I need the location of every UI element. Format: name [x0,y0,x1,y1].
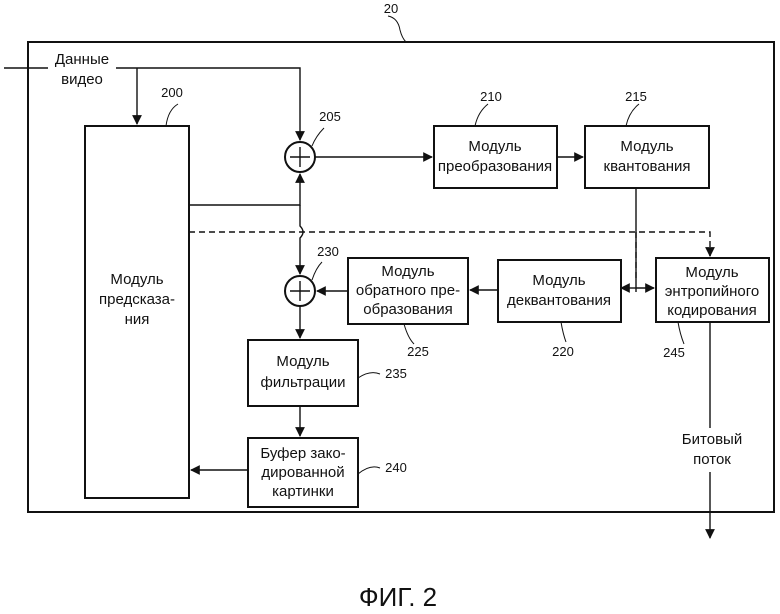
filter-ref-leader [358,373,380,378]
encoder-ref-leader [388,16,406,42]
inverse-transform-label-line3: образования [363,301,452,318]
filter-label-line1: Модуль [276,353,329,370]
entropy-label-line1: Модуль [685,264,738,281]
entropy-ref: 245 [663,345,685,360]
quantization-ref: 215 [625,89,647,104]
dequantization-ref: 220 [552,344,574,359]
transform-ref-leader [475,104,488,126]
inverse-transform-label-line1: Модуль [381,263,434,280]
inverse-transform-ref: 225 [407,344,429,359]
output-label-line2: поток [693,451,731,468]
input-label-line1: Данные [55,51,109,68]
filter-ref: 235 [385,366,407,381]
encoder-ref: 20 [384,1,398,16]
prediction-to-entropy-dashed [189,232,710,256]
dequantization-ref-leader [561,322,566,342]
adder-230-ref-leader [312,262,322,280]
buffer-label-line3: картинки [272,483,334,500]
quantization-block [585,126,709,188]
figure-caption: ФИГ. 2 [359,582,437,612]
filter-block [248,340,358,406]
buffer-label-line2: дированной [261,464,344,481]
inverse-transform-ref-leader [404,324,414,344]
dequantization-label-line2: деквантования [507,292,611,309]
filter-label-line2: фильтрации [260,374,345,391]
adder-205-ref-leader [312,128,324,146]
entropy-label-line3: кодирования [667,302,757,319]
prediction-label-line2: предсказа- [99,291,175,308]
prediction-ref-leader [166,104,178,126]
entropy-label-line2: энтропийного [665,283,759,300]
adder-230-ref: 230 [317,244,339,259]
quantization-ref-leader [626,104,639,126]
buffer-label-line1: Буфер зако- [260,445,345,462]
prediction-to-adder205-arrow [189,174,300,205]
dequantization-block [498,260,621,322]
transform-label-line2: преобразования [438,158,552,175]
inverse-transform-label-line2: обратного пре- [356,282,460,299]
entropy-ref-leader [678,322,684,344]
quantization-label-line1: Модуль [620,138,673,155]
transform-ref: 210 [480,89,502,104]
prediction-to-adder230-arrow [300,205,303,274]
input-label-line2: видео [61,71,103,88]
buffer-ref-leader [358,467,380,474]
quantization-label-line2: квантования [604,158,691,175]
transform-block [434,126,557,188]
prediction-label-line1: Модуль [110,271,163,288]
dequantization-label-line1: Модуль [532,272,585,289]
output-label-line1: Битовый [682,431,742,448]
transform-label-line1: Модуль [468,138,521,155]
buffer-ref: 240 [385,460,407,475]
prediction-label-line3: ния [125,311,150,328]
prediction-ref: 200 [161,85,183,100]
adder-205-ref: 205 [319,109,341,124]
